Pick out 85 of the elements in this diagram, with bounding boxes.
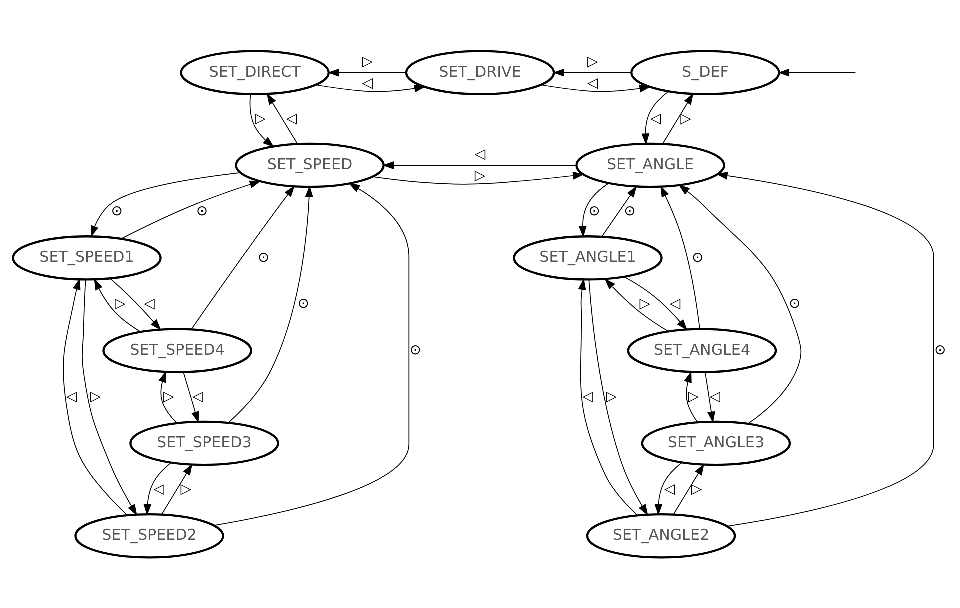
arrow [602,186,638,237]
arrow [158,370,178,423]
arrow [372,171,585,184]
edge-label: ▷ [474,167,486,184]
edge-label: ◁ [710,388,721,404]
arrow [553,68,632,76]
arrow [624,276,688,330]
arrow [120,180,262,239]
arrow [63,278,128,516]
node-ellipse: SET_ANGLE [576,142,726,188]
node-ellipse: SET_SPEED2 [74,513,224,558]
arrow [654,462,682,516]
node-ellipse: SET_DIRECT [180,50,330,95]
edge-label: ⊙ [410,342,422,358]
edge-label: ◁ [670,296,681,312]
arrow [588,279,648,516]
edge-label: ◁ [66,388,78,404]
arrow [678,184,802,424]
edge-label: ◁ [154,480,165,497]
arrow [578,278,638,516]
edge-label: ⊙ [588,203,600,220]
arrow [82,278,138,516]
node-ellipse: SET_ANGLE4 [627,328,778,373]
edge-label: ◁ [144,296,155,312]
arrow [191,185,295,330]
edge-label: ▷ [691,480,702,497]
edge-label: ▷ [606,388,618,404]
arrow [660,185,700,329]
edge-label: ◁ [362,74,374,91]
arrow [673,463,704,515]
edge-label: ⊙ [298,296,310,312]
edge-label: ▷ [640,296,651,312]
arrow [228,185,314,423]
edge-label: ▷ [115,296,126,312]
arrow [250,94,274,147]
edge-label: ▷ [164,388,174,404]
edge-label: ▷ [680,110,692,126]
edge-label: ◁ [192,388,204,404]
edge-label: ▷ [255,110,266,126]
edge-label: ◁ [650,110,662,126]
edge-label: ⊙ [624,203,636,220]
arrow [382,161,577,170]
node-ellipse: SET_DRIVE [405,50,556,95]
edge-label: ⊙ [111,203,124,220]
edge-label: ▷ [362,53,374,70]
edge-label: ◁ [286,110,298,126]
arrow [91,172,241,237]
arrow [328,68,407,76]
arrow [94,278,142,332]
arrow [162,463,193,515]
edge-label: ▷ [688,388,699,404]
arrow [316,84,426,92]
edge-label: ◁ [587,74,598,91]
edge-label: ◁ [582,388,594,404]
node-ellipse: SET_ANGLE3 [641,420,792,466]
arrow [183,372,200,423]
arrow [778,68,856,76]
node-ellipse: SET_SPEED1 [12,235,162,280]
edge-label: ◁ [474,146,486,162]
node-ellipse: S_DEF [630,50,780,95]
edge-label: ⊙ [196,203,208,220]
arrow [642,90,670,145]
arrow [110,278,162,330]
arrow [144,462,172,516]
arrow [716,171,934,526]
edge-label: ▷ [180,480,192,497]
arrow [662,92,694,144]
arrow [266,92,298,144]
arrow [214,182,410,526]
edge-label: ⊙ [789,296,801,312]
arrow [578,182,610,238]
arrow [540,84,652,92]
edge-label: ▷ [587,53,598,70]
node-ellipse: SET_SPEED4 [102,328,252,373]
arrow [704,372,716,423]
arrow [604,278,669,332]
edge-label: ▷ [90,388,102,404]
edge-label: ⊙ [258,249,270,266]
node-ellipse: SET_SPEED3 [130,420,280,466]
edge-label: ◁ [664,480,676,497]
edge-label: ⊙ [692,249,704,266]
node-ellipse: SET_ANGLE1 [513,235,663,280]
node-ellipse: SET_ANGLE2 [586,513,736,558]
arrow [684,370,698,422]
edge-label: ⊙ [934,342,946,358]
